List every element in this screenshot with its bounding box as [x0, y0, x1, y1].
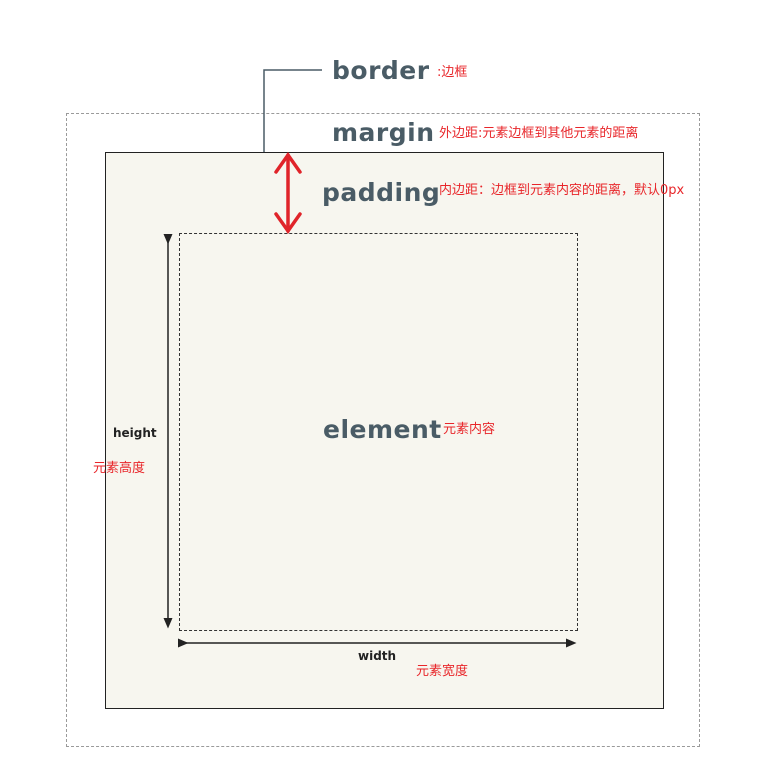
height-label: height: [113, 426, 157, 440]
padding-note: 内边距：边框到元素内容的距离，默认0px: [439, 183, 685, 198]
margin-area: [66, 113, 700, 747]
padding-label: padding: [322, 178, 441, 207]
border-leader-line: [263, 69, 322, 152]
element-note: 元素内容: [443, 422, 496, 437]
margin-label: margin: [332, 118, 435, 147]
element-label: element: [323, 415, 442, 444]
padding-arrow: [274, 151, 302, 235]
width-note: 元素宽度: [416, 664, 469, 679]
border-note: :边框: [437, 65, 468, 80]
height-note: 元素高度: [93, 461, 146, 476]
border-label: border: [332, 56, 430, 85]
width-label: width: [358, 649, 397, 663]
margin-note: 外边距:元素边框到其他元素的距离: [439, 126, 639, 141]
content-area: [179, 233, 578, 631]
border-area: [105, 152, 664, 709]
